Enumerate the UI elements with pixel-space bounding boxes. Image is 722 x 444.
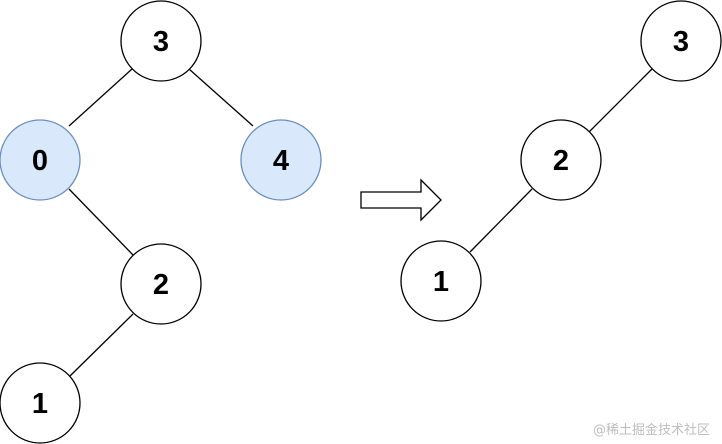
right-tree-edges: [469, 68, 653, 253]
edge-3-4: [188, 68, 254, 127]
node-circle: [120, 0, 202, 82]
transform-arrow-icon: [360, 178, 442, 222]
node-label: 3: [673, 26, 689, 58]
tree-node: 3: [120, 0, 202, 82]
left-tree-nodes: 3 0 4 2 1: [0, 0, 322, 444]
node-label: 2: [153, 269, 169, 301]
node-label: 4: [273, 145, 289, 177]
tree-node: 1: [0, 362, 81, 444]
watermark-text: @稀土掘金技术社区: [592, 423, 710, 438]
node-circle: [120, 243, 202, 325]
edge-2-1: [69, 313, 134, 377]
node-label: 0: [32, 145, 48, 177]
tree-node: 2: [520, 119, 602, 201]
node-circle: [240, 119, 322, 201]
tree-node: 3: [640, 0, 722, 82]
tree-node: 1: [400, 240, 482, 322]
node-circle: [640, 0, 722, 82]
edge-r2-r1: [469, 188, 533, 253]
edge-3-0: [68, 68, 133, 127]
tree-node-highlighted: 0: [0, 119, 81, 201]
left-tree-edges: [68, 68, 254, 377]
node-label: 2: [553, 145, 569, 177]
right-tree-nodes: 3 2 1: [400, 0, 722, 322]
node-circle: [400, 240, 482, 322]
node-circle: [0, 119, 81, 201]
tree-node-highlighted: 4: [240, 119, 322, 201]
tree-node: 2: [120, 243, 202, 325]
edge-0-2: [68, 188, 134, 256]
node-label: 1: [433, 266, 449, 298]
node-label: 3: [153, 26, 169, 58]
node-label: 1: [32, 388, 48, 420]
node-circle: [520, 119, 602, 201]
edge-r3-r2: [588, 68, 653, 133]
node-circle: [0, 362, 81, 444]
